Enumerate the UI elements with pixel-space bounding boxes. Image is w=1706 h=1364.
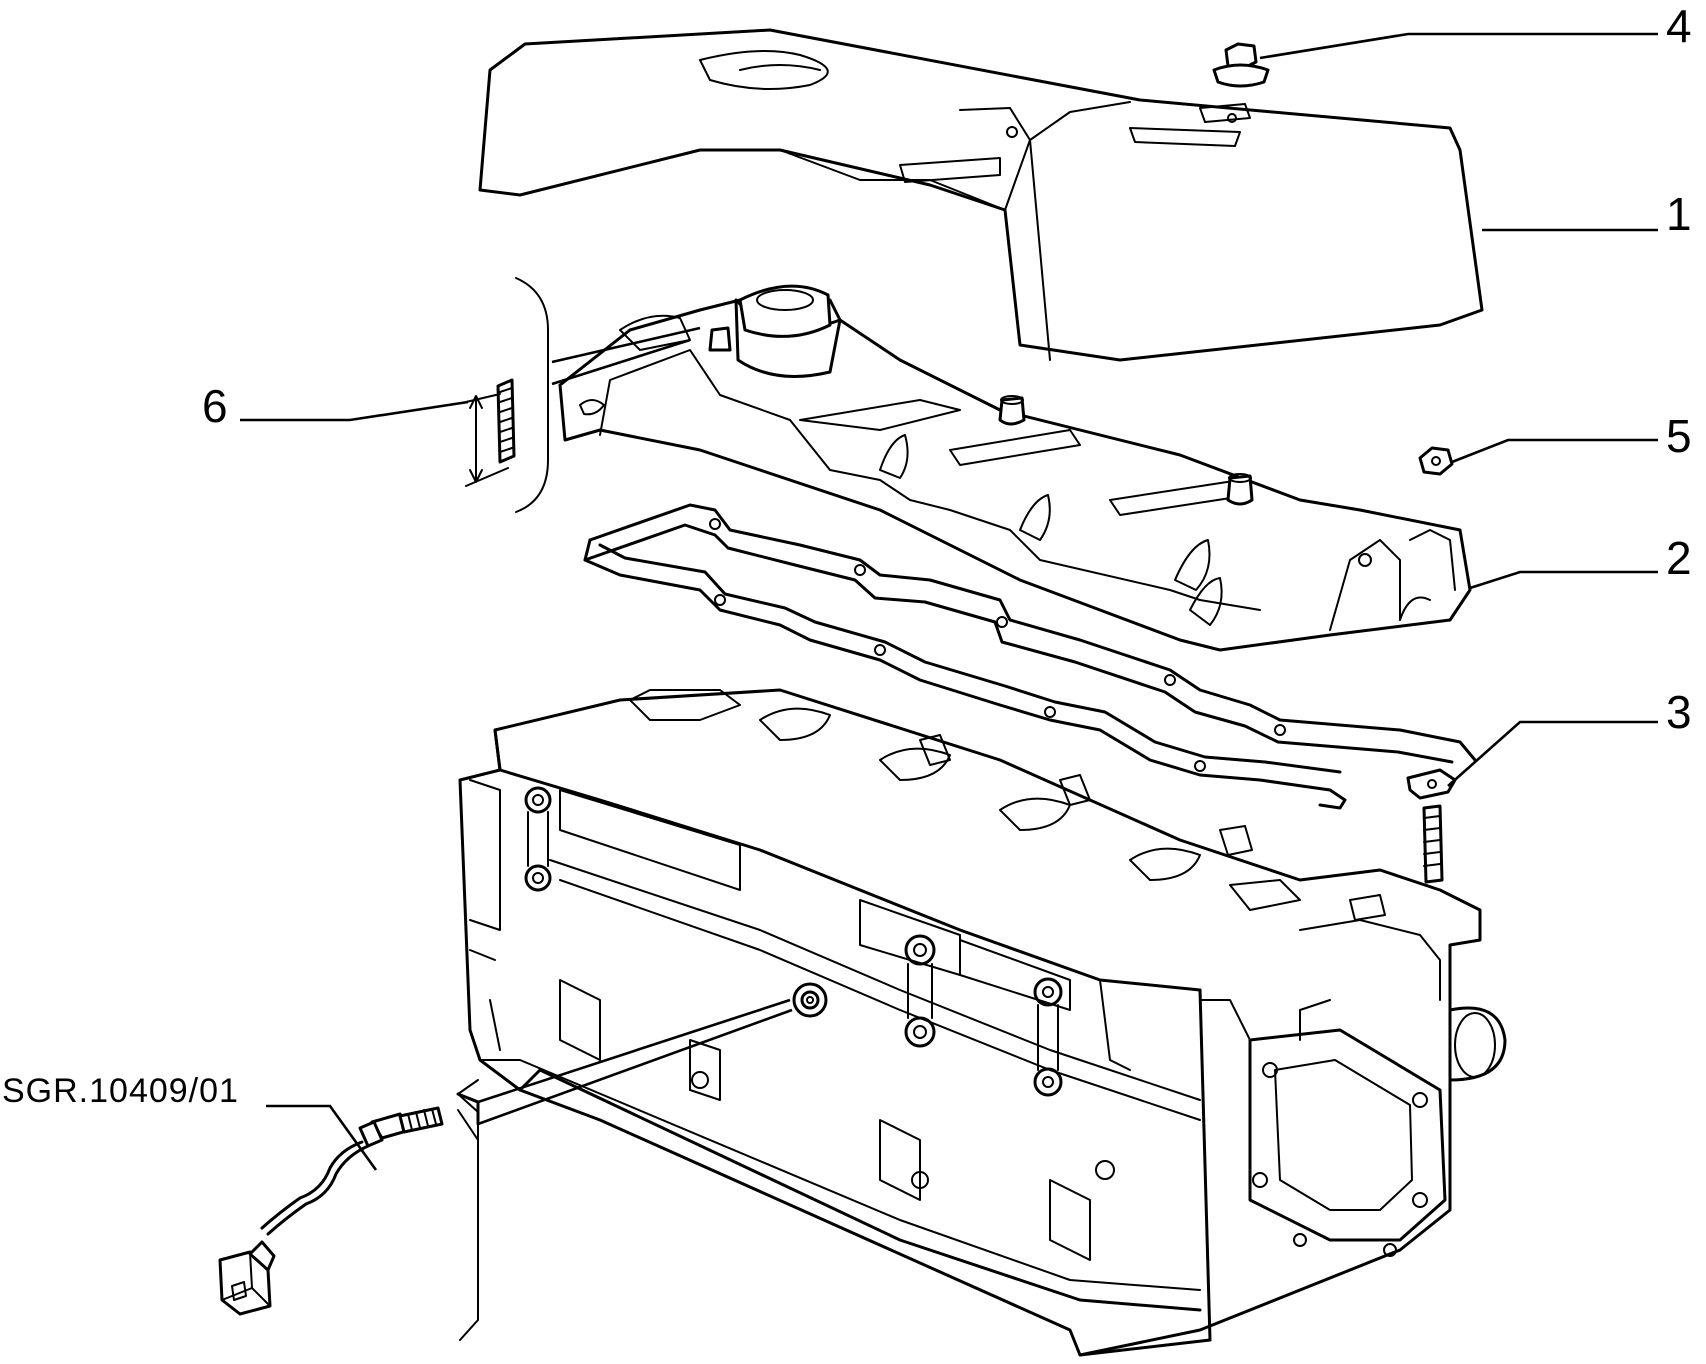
callout-4: 4 bbox=[1666, 0, 1692, 52]
loose-stud[interactable] bbox=[1422, 804, 1444, 884]
cylinder-head[interactable] bbox=[458, 688, 1507, 1357]
part-2-cam-cover[interactable] bbox=[558, 284, 1472, 652]
callout-3: 3 bbox=[1666, 686, 1692, 738]
part-1-cover[interactable] bbox=[478, 28, 1484, 362]
callout-2: 2 bbox=[1666, 532, 1692, 584]
callout-labels: 4 1 5 2 3 6 SGR.10409/01 bbox=[2, 0, 1692, 1110]
reference-code-label: SGR.10409/01 bbox=[2, 1072, 239, 1110]
sensor-sgr[interactable] bbox=[218, 1106, 444, 1316]
part-4-bolt[interactable] bbox=[1212, 42, 1270, 88]
sensor-leader-lines bbox=[456, 998, 793, 1341]
callout-leaders bbox=[240, 32, 1658, 1171]
callout-1: 1 bbox=[1666, 188, 1692, 240]
part-5-nut[interactable] bbox=[1418, 446, 1454, 476]
callout-5: 5 bbox=[1666, 410, 1692, 462]
gasket-holes bbox=[709, 518, 1286, 772]
head-side-bosses bbox=[524, 786, 1115, 1189]
callout-6: 6 bbox=[202, 380, 228, 432]
part-3-gasket[interactable] bbox=[583, 503, 1477, 810]
part-6-stud-detail[interactable] bbox=[465, 277, 701, 513]
